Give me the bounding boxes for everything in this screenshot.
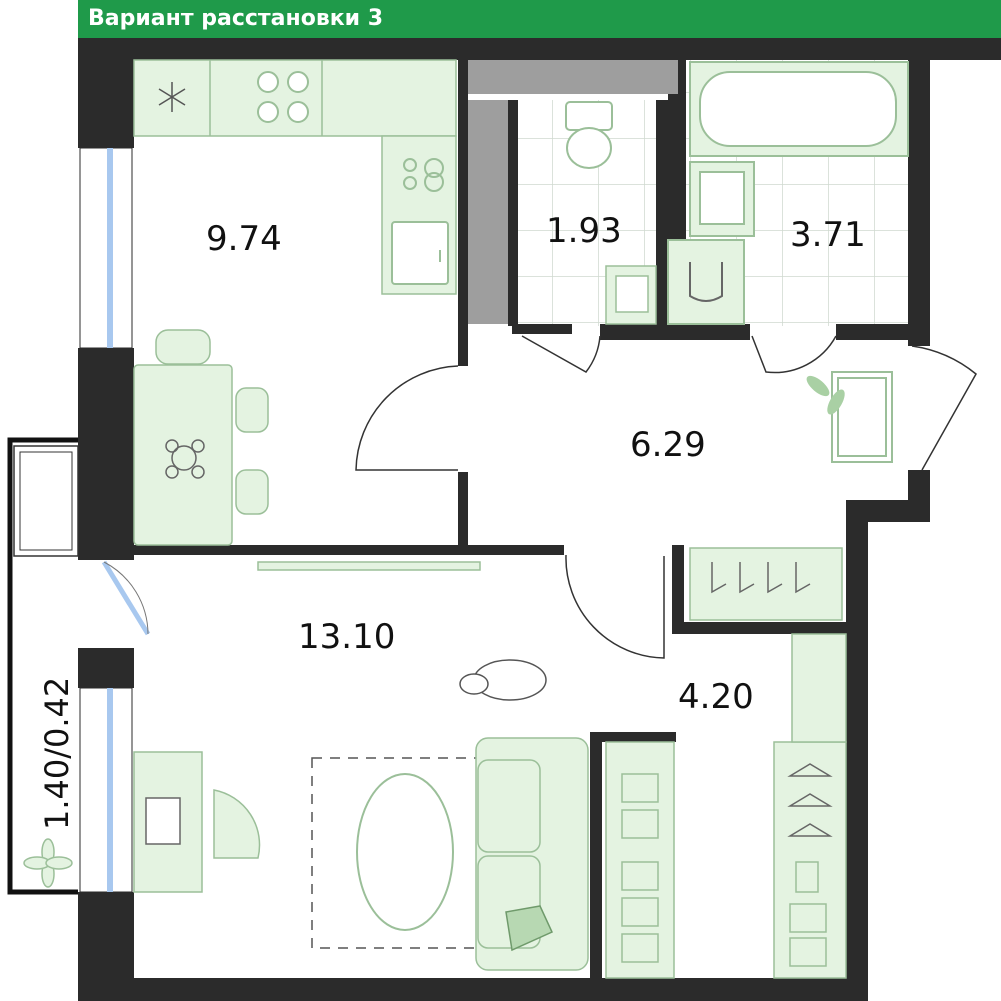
balcony [7, 437, 79, 895]
washing-machine-icon [667, 239, 745, 325]
toilet-area-label: 1.93 [546, 211, 622, 251]
chair-icon [213, 789, 261, 859]
tv-stand [257, 561, 481, 571]
balcony-door [80, 560, 151, 648]
snowflake-icon [158, 82, 186, 112]
dish-rack-icon [403, 158, 444, 192]
bathtub-icon [689, 61, 909, 157]
hanger-icon [711, 562, 811, 594]
flower-icon [23, 838, 73, 888]
hallway-rug [831, 371, 893, 463]
stove-icon [257, 71, 309, 123]
balcony-area-label: 1.40/0.42 [38, 677, 76, 830]
kitchen-window [79, 147, 133, 349]
bathroom-area-label: 3.71 [790, 215, 866, 255]
hanger-icon-shelf [787, 763, 833, 837]
pillow-icon [505, 905, 553, 952]
kitchen-area-label: 9.74 [206, 219, 282, 259]
desk-icon [133, 751, 203, 893]
doors [355, 335, 977, 659]
table-flower-icon [165, 439, 205, 479]
vent-duct [468, 60, 678, 94]
living-window [79, 687, 133, 893]
dog-icon [459, 659, 547, 701]
plan-header: Вариант расстановки 3 [78, 0, 1001, 38]
dining-table [133, 329, 269, 546]
hallway-area-label: 6.29 [630, 425, 706, 465]
walls [78, 38, 1001, 1001]
bathroom-sink-icon [689, 161, 755, 237]
sink-icon [391, 221, 449, 285]
wardrobe-area-label: 4.20 [678, 677, 754, 717]
living-area-label: 13.10 [298, 617, 395, 657]
shaft [468, 100, 508, 324]
wardrobe-shelves [605, 633, 847, 979]
plant-icon [806, 375, 845, 415]
wardrobe-top [689, 547, 843, 621]
coffee-table [356, 773, 454, 931]
toilet-sink-icon [605, 265, 657, 325]
toilet-icon [565, 101, 613, 169]
